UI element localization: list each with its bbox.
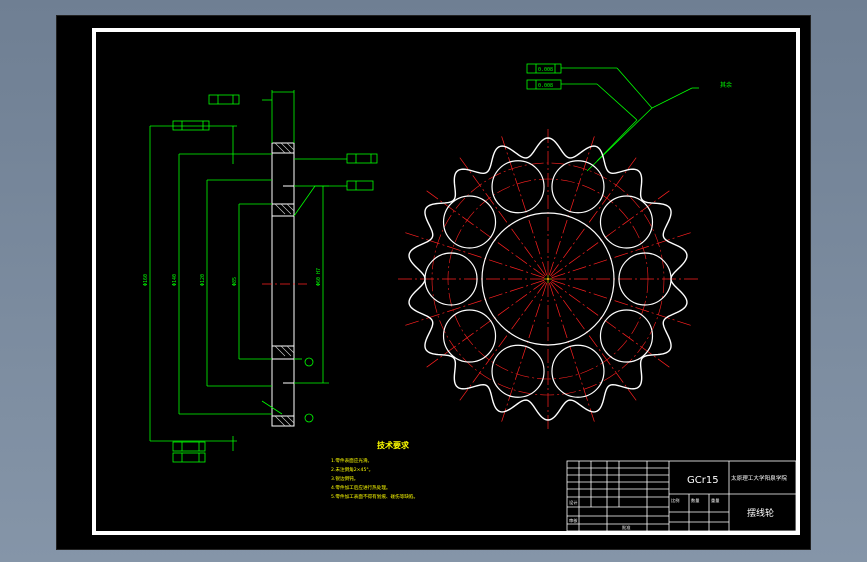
tech-note-1: 1.零件表面应光滑。 bbox=[331, 457, 372, 464]
gdt-frames bbox=[172, 63, 562, 463]
section-view bbox=[271, 142, 295, 427]
section-hatching bbox=[274, 142, 295, 427]
weight-label: 重量 bbox=[711, 497, 719, 504]
pin-hole bbox=[424, 252, 478, 306]
svg-text:Φ60 H7: Φ60 H7 bbox=[316, 268, 322, 286]
pin-hole bbox=[551, 344, 605, 398]
school-name: 太原理工大学阳泉学院 bbox=[731, 474, 787, 482]
roughness-label: 其余 bbox=[720, 81, 732, 89]
cad-drawing: Φ160 Φ140 Φ120 Φ85 Φ60 H7 0.008 0.008 其余 bbox=[92, 28, 800, 535]
svg-text:Φ120: Φ120 bbox=[200, 274, 206, 286]
tech-notes-list: 1.零件表面应光滑。 2.未注倒角2×45°。 3.锐边倒钝。 4.零件加工后应… bbox=[331, 457, 418, 500]
pin-hole bbox=[491, 344, 545, 398]
drawing-border bbox=[92, 28, 800, 535]
check-label: 审核 bbox=[569, 517, 578, 524]
title-block bbox=[566, 460, 797, 532]
tech-note-2: 2.未注倒角2×45°。 bbox=[331, 466, 373, 473]
center-mark-icon bbox=[544, 275, 552, 283]
pin-hole bbox=[599, 195, 654, 249]
dimension-lines bbox=[149, 90, 347, 451]
gdt-value-circularity: 0.008 bbox=[538, 83, 553, 89]
dimension-labels: Φ160 Φ140 Φ120 Φ85 Φ60 H7 bbox=[143, 268, 322, 286]
leader-lines bbox=[561, 67, 699, 172]
pin-hole bbox=[442, 195, 497, 249]
scale-label: 比例 bbox=[671, 497, 679, 504]
tech-note-3: 3.锐边倒钝。 bbox=[331, 475, 358, 482]
datum-icon bbox=[304, 357, 314, 423]
pin-hole bbox=[442, 309, 497, 363]
tech-note-4: 4.零件加工后应进行热处理。 bbox=[331, 484, 391, 491]
cad-viewport[interactable]: Φ160 Φ140 Φ120 Φ85 Φ60 H7 0.008 0.008 其余 bbox=[56, 15, 811, 550]
tech-note-5: 5.零件加工表面不得有划痕、碰伤等缺陷。 bbox=[331, 493, 418, 500]
pin-hole bbox=[618, 252, 672, 306]
center-bore bbox=[481, 212, 615, 346]
titleblock-cells: 比例 数量 重量 设计 审核 批准 bbox=[569, 497, 719, 531]
cycloid-disc bbox=[398, 129, 698, 429]
pin-hole bbox=[491, 160, 545, 214]
quantity-label: 数量 bbox=[691, 497, 699, 504]
gdt-value-flatness: 0.008 bbox=[538, 67, 553, 73]
part-name: 摆线轮 bbox=[747, 507, 774, 519]
pin-hole bbox=[599, 309, 654, 363]
svg-text:Φ160: Φ160 bbox=[143, 274, 149, 286]
approve-label: 批准 bbox=[622, 524, 630, 531]
pin-hole bbox=[551, 160, 605, 214]
svg-text:Φ85: Φ85 bbox=[232, 277, 238, 286]
tech-notes-title: 技术要求 bbox=[377, 440, 410, 450]
design-label: 设计 bbox=[569, 499, 577, 506]
svg-text:Φ140: Φ140 bbox=[172, 274, 178, 286]
material-label: GCr15 bbox=[687, 475, 719, 486]
